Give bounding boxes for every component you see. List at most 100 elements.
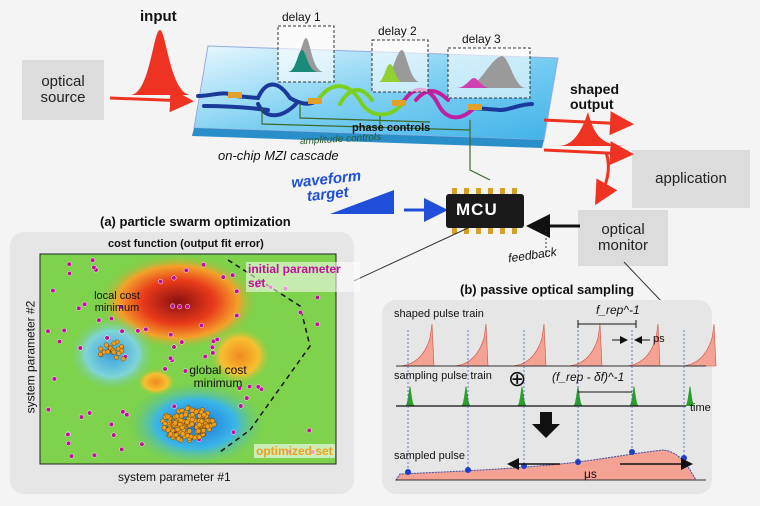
initial-particle xyxy=(76,305,82,311)
initial-particle xyxy=(50,288,56,294)
optimized-particle xyxy=(179,425,185,431)
shaped-output-pulse xyxy=(558,112,628,146)
control-wires xyxy=(261,104,491,181)
initial-particle xyxy=(77,345,83,351)
initial-particle xyxy=(230,429,237,435)
optical-source-label: optical source xyxy=(40,73,86,106)
initial-particle xyxy=(171,344,177,350)
delay3-label: delay 3 xyxy=(462,32,501,46)
initial-particle xyxy=(82,301,88,307)
local-particle xyxy=(113,355,119,360)
initial-particle xyxy=(56,339,63,345)
local-particle xyxy=(111,349,117,355)
sampled-point xyxy=(629,449,635,455)
initial-particle xyxy=(244,395,250,401)
shaped-train-label: shaped pulse train xyxy=(394,308,484,320)
input-pulse xyxy=(130,30,190,95)
ps-label: ps xyxy=(653,333,665,345)
optimized-particle xyxy=(179,408,185,414)
initial-particle xyxy=(297,309,304,315)
sampling-pulse xyxy=(461,386,471,406)
initial-particle xyxy=(104,335,110,341)
optimized-particle xyxy=(196,434,202,440)
shaped-output-label: shaped output xyxy=(570,81,620,112)
initial-particle xyxy=(78,414,85,420)
initial-particle xyxy=(314,294,320,301)
sampling-title: (b) passive optical sampling xyxy=(460,282,635,297)
initial-particle xyxy=(111,432,117,438)
sampling-pulse xyxy=(517,386,527,406)
local-particle xyxy=(98,346,104,352)
initial-particle xyxy=(66,440,72,446)
optimized-particle xyxy=(180,431,186,437)
initial-particle xyxy=(179,339,185,345)
initial-particle xyxy=(119,446,125,452)
initial-particle xyxy=(314,321,320,327)
initial-particle xyxy=(119,328,125,334)
shaped-pulse-train xyxy=(397,323,717,367)
optimized-particle xyxy=(186,428,192,434)
freq-label: (f_rep - δf)^-1 xyxy=(552,370,625,384)
optimized-particle xyxy=(162,421,168,427)
sampled-point xyxy=(681,455,687,461)
mcu-label: MCU xyxy=(456,200,498,219)
initial-particle xyxy=(236,385,242,391)
shaped-pulse xyxy=(451,323,489,367)
optimized-particle xyxy=(200,428,206,434)
optimized-particle xyxy=(178,413,184,419)
optical-monitor-label: optical monitor xyxy=(597,221,649,254)
local-particle xyxy=(119,344,124,349)
optimized-particle xyxy=(167,431,173,437)
optimized-particle xyxy=(201,412,207,418)
time-label: time xyxy=(690,402,711,414)
optimized-particle xyxy=(189,412,195,418)
initial-particle xyxy=(234,313,240,319)
optimized-particle xyxy=(189,421,195,427)
split-arrow xyxy=(595,151,618,206)
initial-particle xyxy=(200,262,207,268)
sampling-pulse-train xyxy=(405,386,695,406)
initial-particle xyxy=(158,279,164,285)
heaters xyxy=(228,92,482,110)
initial-particle xyxy=(108,421,114,427)
optimized-particle xyxy=(204,423,210,429)
optimized-particle xyxy=(196,422,202,428)
initial-particle xyxy=(185,303,191,310)
initial-particle xyxy=(220,274,226,280)
sampling-pulse xyxy=(685,386,695,406)
optimized-particle xyxy=(173,432,179,438)
initial-particle xyxy=(198,322,204,328)
initial-particle xyxy=(120,409,126,415)
optimized-set-label: optimized set xyxy=(254,444,335,458)
pso-subtitle: cost function (output fit error) xyxy=(108,238,264,250)
initial-particle xyxy=(177,304,183,310)
initial-particle xyxy=(170,303,176,309)
optimized-particle xyxy=(196,413,202,419)
delay3-pulses xyxy=(464,56,526,88)
local-particle xyxy=(120,356,126,362)
optical-monitor-box: optical monitor xyxy=(578,210,668,266)
initial-particle xyxy=(61,327,67,333)
sampling-guides xyxy=(407,330,685,472)
pso-title: (a) particle swarm optimization xyxy=(100,214,291,229)
shaped-pulse xyxy=(397,323,435,367)
sampled-point xyxy=(575,459,581,465)
initial-particle xyxy=(45,328,51,334)
optimized-particle xyxy=(175,436,181,442)
local-min-label: local cost minimum xyxy=(94,290,140,315)
initial-particle xyxy=(68,453,74,459)
initial-particle xyxy=(45,407,51,413)
sampling-pulse xyxy=(629,386,639,406)
local-particle xyxy=(98,351,103,357)
sampled-pulse-label: sampled pulse xyxy=(394,450,465,462)
optimized-particle xyxy=(184,419,190,425)
initial-particle xyxy=(162,366,168,372)
waveform-target-wedge xyxy=(330,190,394,214)
application-box: application xyxy=(632,150,750,208)
optimized-particle xyxy=(175,426,181,432)
plus-symbol: ⊕ xyxy=(508,366,527,391)
initial-particle xyxy=(210,350,216,356)
down-arrow xyxy=(532,412,560,438)
